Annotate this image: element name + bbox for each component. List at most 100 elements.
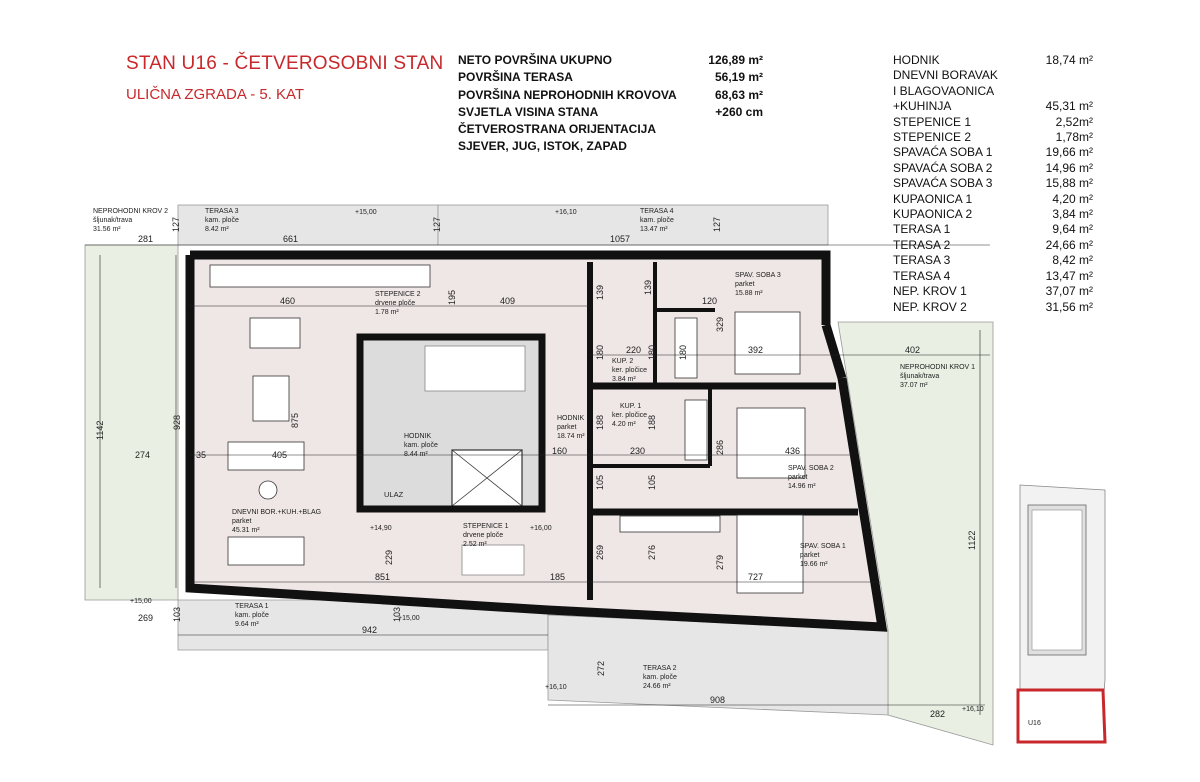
stair-steps (424, 345, 526, 392)
dim-label: 105 (595, 475, 605, 490)
summary-row: SJEVER, JUG, ISTOK, ZAPAD (458, 138, 763, 155)
room-value: 2,52m² (1055, 114, 1093, 129)
dim-label: 875 (290, 413, 300, 428)
room-value: 8,42 m² (1052, 253, 1093, 268)
room-label: STEPENICE 2 (893, 130, 972, 145)
room-label: TERASA 4 (893, 268, 951, 283)
terrace-3-area (177, 204, 439, 246)
bed-3 (734, 311, 801, 375)
dim-label: 230 (630, 446, 645, 456)
dim-label: 402 (905, 345, 920, 355)
dim-label: 120 (702, 296, 717, 306)
wardrobe-1 (619, 515, 721, 533)
room-value: 18,74 m² (1045, 53, 1093, 67)
room-value: 19,66 m² (1045, 145, 1093, 160)
dim-label: 139 (643, 280, 653, 295)
dim-label: 35 (196, 450, 206, 460)
dim-label: 127 (712, 217, 722, 232)
room-value: 1,78m² (1055, 130, 1093, 145)
ulaz-label: ULAZ (384, 490, 404, 499)
summary-value: 56,19 m² (714, 70, 763, 85)
summary-value: +260 cm (715, 104, 763, 119)
room-label: SPAVAĆA SOBA 3 (893, 176, 993, 191)
dim-label: 928 (172, 415, 182, 430)
sofa (227, 441, 305, 471)
dim-label: 269 (595, 545, 605, 560)
room-label: TERASA 1 (893, 222, 951, 237)
dining-table (252, 375, 290, 422)
dim-label: 329 (715, 317, 725, 332)
dim-label: 1122 (967, 531, 977, 550)
bed-1 (736, 514, 804, 594)
dim-label: 405 (272, 450, 287, 460)
room-value: 37,07 m² (1045, 284, 1093, 299)
room-value: 9,64 m² (1052, 222, 1093, 237)
dim-label: 1057 (610, 234, 630, 244)
dim-label: 272 (596, 661, 606, 676)
key-plan: U16 (1016, 484, 1107, 744)
level-mark: +16,10 (555, 209, 577, 216)
dim-label: 942 (362, 625, 377, 635)
room-label: KUPAONICA 1 (893, 191, 973, 206)
dim-label: 139 (595, 285, 605, 300)
room-area-table: HODNIK 18,74 m² DNEVNI BORAVAK I BLAGOVAO… (893, 53, 1093, 315)
room-value: 15,88 m² (1045, 176, 1093, 191)
room-value: 3,84 m² (1052, 207, 1093, 222)
room-row: TERASA 3 8,42 m² (893, 253, 1093, 268)
dim-label: 188 (647, 415, 657, 430)
room-row: SPAVAĆA SOBA 3 15,88 m² (893, 176, 1093, 191)
summary-label: POVRŠINA NEPROHODNIH KROVOVA (458, 87, 677, 102)
page-title: STAN U16 - ČETVEROSOBNI STAN (126, 53, 444, 74)
dim-label: 661 (283, 234, 298, 244)
wardrobe-3 (674, 317, 698, 379)
room-label: I BLAGOVAONICA (893, 83, 995, 98)
terrace-4-area (437, 204, 829, 246)
room-label: NEP. KROV 1 (893, 284, 967, 299)
summary-label: POVRŠINA TERASA (458, 70, 573, 85)
summary-row: ČETVEROSTRANA ORIJENTACIJA (458, 121, 763, 138)
summary-row: SVJETLA VISINA STANA+260 cm (458, 104, 763, 121)
room-label: HODNIK (893, 53, 940, 67)
level-mark: +15,00 (130, 598, 152, 605)
room-row: NEP. KROV 1 37,07 m² (893, 284, 1093, 299)
dim-label: 188 (595, 415, 605, 430)
dim-label: 286 (715, 440, 725, 455)
dim-label: 185 (550, 572, 565, 582)
level-mark: +16,10 (545, 684, 567, 691)
summary-value: 68,63 m² (714, 87, 763, 102)
room-row: NEP. KROV 2 31,56 m² (893, 300, 1093, 315)
dim-label: 908 (710, 695, 725, 705)
room-value: 4,20 m² (1052, 191, 1093, 206)
sofa-2 (227, 536, 305, 566)
room-label: SPAVAĆA SOBA 1 (893, 145, 993, 160)
room-label: NEP. KROV 2 (893, 299, 967, 314)
bed-2 (736, 407, 806, 479)
room-row: KUPAONICA 1 4,20 m² (893, 192, 1093, 207)
dim-label: 727 (748, 572, 763, 582)
dim-label: 1142 (95, 421, 105, 440)
kitchen-counter (209, 264, 431, 288)
room-row: TERASA 1 9,64 m² (893, 222, 1093, 237)
dim-label: 160 (552, 446, 567, 456)
room-value: 14,96 m² (1045, 160, 1093, 175)
summary-label: NETO POVRŠINA UKUPNO (458, 53, 613, 67)
dim-label: 229 (384, 550, 394, 565)
room-label: TERASA 3 (893, 253, 951, 268)
room-value: 13,47 m² (1045, 268, 1093, 283)
room-label: DNEVNI BORAVAK (893, 68, 998, 83)
room-row: STEPENICE 2 1,78m² (893, 130, 1093, 145)
dim-label: 180 (647, 345, 657, 360)
room-value: 31,56 m² (1045, 299, 1093, 314)
